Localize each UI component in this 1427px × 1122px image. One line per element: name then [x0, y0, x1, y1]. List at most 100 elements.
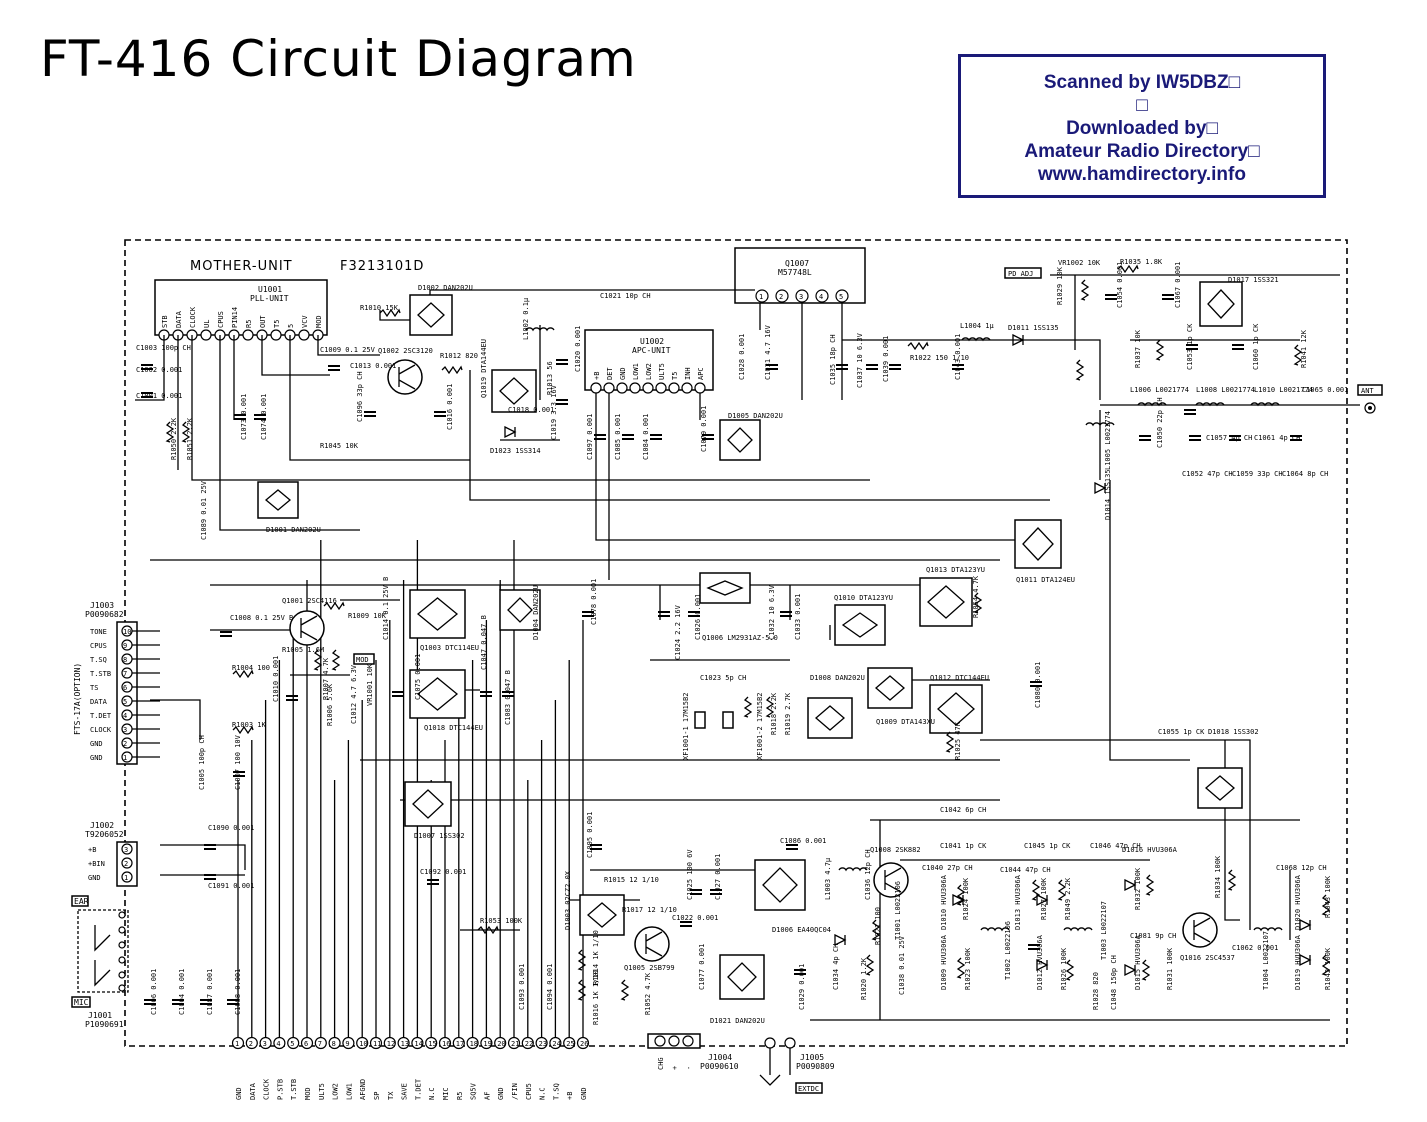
part-label-c1008: C1008 0.1 25V B — [230, 614, 293, 622]
regulator-q1006-glyph — [706, 580, 744, 596]
part-label-t1001: T1001 L0022106 — [894, 881, 902, 940]
part-label-r1053: R1053 100K — [480, 917, 523, 925]
resistor-symbol — [1141, 959, 1151, 981]
part-label-c1010: C1010 0.001 — [272, 656, 280, 702]
pll-pin-label: CPUS — [217, 311, 225, 328]
j1002-pin-number: 1 — [124, 874, 128, 882]
bottom-pin — [231, 1036, 245, 1050]
part-label-c1093: C1093 0.001 — [518, 964, 526, 1010]
bottom-pin-number: 20 — [497, 1040, 505, 1048]
resistor-symbol — [865, 954, 875, 976]
resistor-symbol — [620, 979, 630, 1001]
wire — [160, 844, 246, 870]
bottom-pin-label: AFGND — [359, 1079, 367, 1100]
bottom-pin-number: 26 — [580, 1040, 588, 1048]
part-label-q1005: Q1005 2SB799 — [624, 964, 675, 972]
diode-bridge-d1008-glyph — [815, 705, 845, 731]
resistor-symbol — [973, 592, 983, 614]
capacitor-symbol — [836, 364, 848, 370]
part-label-c1094: C1094 0.001 — [546, 964, 554, 1010]
component-symbols — [141, 264, 1331, 1005]
part-label-r1034: R1034 100K — [1214, 855, 1222, 898]
capacitor-symbol — [502, 691, 514, 697]
j1002-part: T9206052 — [85, 830, 124, 839]
part-label-c1057: C1057 4p CH — [1206, 434, 1252, 442]
capacitor-symbol — [1229, 435, 1241, 441]
bottom-pin — [273, 1036, 286, 1050]
resistor-symbol — [945, 731, 955, 753]
j1003-pin-label: DATA — [90, 698, 108, 706]
q1007-pin-number: 4 — [819, 293, 823, 301]
diode-bridge-d1004-glyph — [507, 597, 533, 623]
bottom-pin-label: CPU5 — [525, 1083, 533, 1100]
bottom-pin-label: AF — [483, 1092, 491, 1100]
part-label-c1061: C1061 4p CH — [1254, 434, 1300, 442]
capacitor-symbol — [172, 999, 184, 1005]
wire — [317, 335, 380, 356]
part-label-c1083: C1083 0.047 B — [504, 670, 512, 725]
part-label-c1003: C1003 100p CH — [136, 344, 191, 352]
j1003-pin-number: 7 — [123, 670, 127, 678]
bottom-pin — [369, 1036, 383, 1050]
capacitor-symbol — [1105, 294, 1117, 300]
bottom-pin-label: MOD — [304, 1087, 312, 1100]
part-label-r1052: R1052 4.7K — [644, 972, 652, 1015]
part-label-d1013: D1013 HVU306A — [1014, 874, 1022, 930]
part-label-r1012: R1012 820 — [440, 352, 478, 360]
part-label-r1024: R1024 100K — [962, 877, 970, 920]
part-label-r1004: R1004 100 — [232, 664, 270, 672]
apc-pin-label: GND — [619, 367, 627, 380]
j1004-pin-label: + — [671, 1066, 679, 1070]
resistor-symbol — [871, 919, 881, 941]
wire — [289, 335, 470, 461]
capacitor-symbol — [364, 411, 376, 417]
part-label-l1003: L1003 4.7μ — [824, 857, 832, 900]
bottom-pin — [466, 1036, 479, 1050]
bottom-pin-label: R5 — [456, 1092, 464, 1100]
bottom-pin-number: 16 — [442, 1040, 450, 1048]
resistor-symbol — [379, 308, 401, 318]
transistor-r1015-block-glyph — [587, 902, 617, 928]
part-label-r1022: R1022 150 1/10 — [910, 354, 969, 362]
apc-pin-label: LOW2 — [645, 363, 653, 380]
part-label-d1023: D1023 1SS314 — [490, 447, 541, 455]
transistor-q1008 — [873, 862, 909, 898]
part-label-d1015: D1015 HVU306A — [1134, 934, 1142, 990]
diode-symbol — [834, 933, 847, 947]
bottom-pin-number: 11 — [373, 1040, 381, 1048]
part-label-r1009: R1009 10K — [348, 612, 387, 620]
part-label-c1024: C1024 2.2 16V — [674, 604, 682, 660]
part-label-c1001: C1001 0.001 — [136, 392, 182, 400]
j1002-pin-label: GND — [88, 874, 101, 882]
wire — [191, 335, 870, 481]
bottom-pin — [425, 1036, 438, 1050]
pd-adj-label: PD ADJ — [1008, 270, 1033, 278]
part-label-c1055: C1055 1p CK — [1158, 728, 1205, 736]
part-label-l1004: L1004 1μ — [960, 322, 995, 330]
j1003-pin-label: TONE — [90, 628, 107, 636]
wiring — [135, 274, 1360, 1021]
bottom-pin-number: 22 — [525, 1040, 533, 1048]
resistor-symbol — [323, 601, 345, 611]
resistor-symbol — [743, 696, 753, 718]
capacitor-symbol — [658, 611, 670, 617]
resistor-symbol — [577, 949, 587, 971]
capacitor-symbol — [1189, 435, 1201, 441]
j1003-pin-number: 4 — [123, 712, 127, 720]
bottom-pin — [480, 1036, 493, 1050]
j1003-pin-label: GND — [90, 754, 103, 762]
part-label-c1074: C1074 0.001 — [260, 394, 268, 440]
part-label-r1054: R1054 4.7K — [972, 575, 980, 618]
j1004-part: P0090610 — [700, 1062, 739, 1071]
j1004-ref: J1004 — [708, 1053, 732, 1062]
bottom-pin-label: LOW2 — [332, 1083, 340, 1100]
bottom-pin — [259, 1036, 272, 1050]
part-label-c1044: C1044 47p CH — [1000, 866, 1051, 874]
diode-symbol — [1094, 481, 1107, 495]
part-label-q1009: Q1009 DTA143XU — [876, 718, 935, 726]
capacitor-symbol — [254, 414, 266, 420]
part-label-c1027: C1027 0.001 — [714, 854, 722, 900]
